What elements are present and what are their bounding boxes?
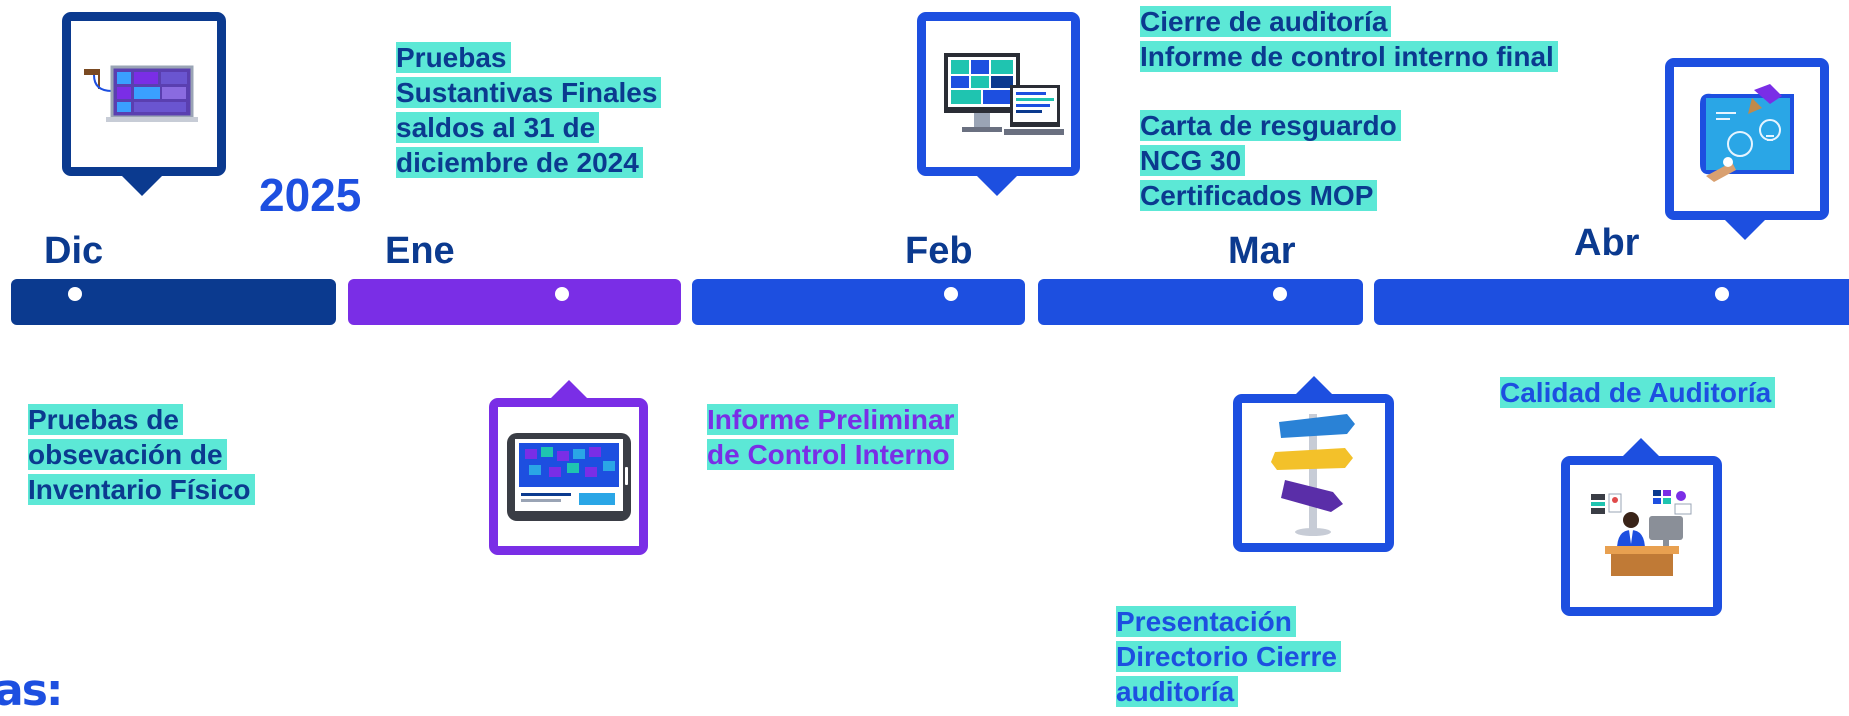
signpost-icon — [1270, 414, 1355, 536]
card-feb — [917, 12, 1080, 176]
footer-fragment-text: as: — [0, 665, 63, 716]
timeline-segment-ene — [348, 279, 681, 325]
milestone-label-informe-preliminar: Informe Preliminar de Control Interno — [707, 402, 959, 472]
tablet-dashboard-icon — [506, 432, 631, 521]
blueprint-idea-icon — [1700, 84, 1794, 182]
timeline-segment-mar — [1038, 279, 1363, 325]
milestone-label-inventario: Pruebas de obsevación de Inventario Físi… — [28, 402, 255, 507]
milestone-label-carta: Carta de resguardo NCG 30 Certificados M… — [1140, 108, 1401, 213]
milestone-label-pruebas-finales: Pruebas Sustantivas Finales saldos al 31… — [396, 40, 662, 180]
presenter-desk-icon — [1590, 490, 1691, 576]
card-mar — [1233, 394, 1394, 552]
month-label-dic: Dic — [44, 230, 104, 272]
year-label: 2025 — [259, 169, 362, 221]
timeline-segment-dic — [11, 279, 336, 325]
card-dic — [62, 12, 226, 176]
card-pointer-abr-bottom — [1621, 438, 1661, 458]
desktop-monitors-icon — [943, 53, 1064, 135]
milestone-label-cierre: Cierre de auditoría Informe de control i… — [1140, 4, 1558, 74]
laptop-dashboard-icon — [84, 65, 198, 122]
timeline-dot-dic — [68, 287, 82, 301]
card-pointer-dic — [122, 176, 162, 196]
timeline-dot-mar — [1273, 287, 1287, 301]
month-label-feb: Feb — [905, 230, 973, 272]
card-pointer-mar — [1294, 376, 1334, 396]
card-ene — [489, 398, 648, 555]
month-label-ene: Ene — [385, 230, 455, 272]
milestone-label-calidad: Calidad de Auditoría — [1500, 375, 1776, 410]
card-abr-top — [1665, 58, 1829, 220]
timeline-dot-ene — [555, 287, 569, 301]
timeline-dot-abr — [1715, 287, 1729, 301]
card-pointer-abr-top — [1725, 220, 1765, 240]
month-label-abr: Abr — [1574, 222, 1640, 264]
timeline-segment-abr — [1374, 279, 1849, 325]
timeline-segment-feb — [692, 279, 1025, 325]
milestone-label-presentacion: Presentación Directorio Cierre auditoría — [1116, 604, 1341, 709]
card-abr-bottom — [1561, 456, 1722, 616]
card-pointer-ene — [549, 380, 589, 400]
month-label-mar: Mar — [1228, 230, 1296, 272]
timeline-dot-feb — [944, 287, 958, 301]
card-pointer-feb — [977, 176, 1017, 196]
